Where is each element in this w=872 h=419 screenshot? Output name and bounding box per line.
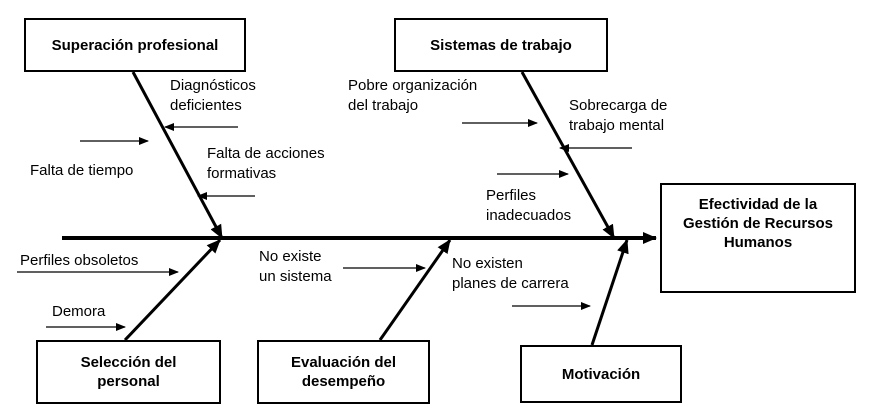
cause-label-no-planes: No existen planes de carrera [452,255,569,292]
bone-evaluacion [378,239,452,341]
bone-motivacion [590,239,629,346]
category-box-seleccion: Selección del personal [36,340,221,404]
cause-label-no-sistema: No existe un sistema [259,248,332,285]
cause-label-sobrecarga: Sobrecarga de trabajo mental [569,97,668,134]
cause-label-pobre-organizacion: Pobre organización del trabajo [348,77,478,114]
cause-label-demora: Demora [52,303,106,320]
cause-label-perfiles-inadecuados: Perfiles inadecuados [486,187,572,224]
category-box-evaluacion: Evaluación del desempeño [257,340,430,404]
cause-label-falta-acciones: Falta de acciones formativas [207,145,325,182]
effect-box: Efectividad de la Gestión de Recursos Hu… [660,183,856,293]
bone-seleccion [123,238,222,342]
bone-superacion [131,71,224,239]
category-box-sistemas: Sistemas de trabajo [394,18,608,72]
cause-label-perfiles-obsoletos: Perfiles obsoletos [20,252,139,269]
category-box-motivacion: Motivación [520,345,682,403]
category-box-superacion: Superación profesional [24,18,246,72]
bone-sistemas [520,71,616,239]
cause-label-diagnosticos: Diagnósticos deficientes [170,77,256,114]
cause-label-falta-tiempo: Falta de tiempo [30,162,134,179]
